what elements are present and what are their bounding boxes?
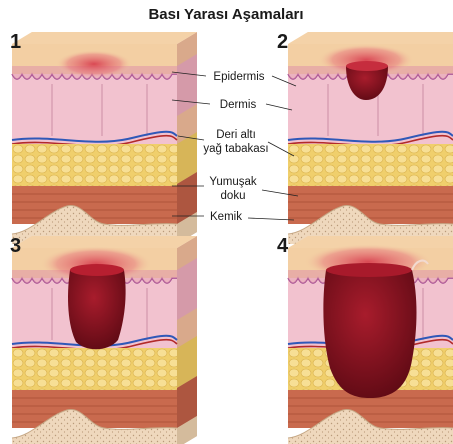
stage-3-block [12,236,197,444]
stage-1-block [12,32,197,244]
stage-4-number: 4 [277,235,289,257]
label-dermis: Dermis [220,99,257,111]
label-subcutaneous-line1: Deri altı [216,129,256,141]
label-muscle-line2: doku [221,190,246,202]
label-bone: Kemik [210,211,242,223]
stage-4-block [288,236,453,444]
stage-2-number: 2 [277,31,288,53]
diagram-title: Bası Yarası Aşamaları [148,6,303,23]
stage-3-number: 3 [10,235,21,257]
label-epidermis: Epidermis [213,71,264,83]
label-muscle-line1: Yumuşak [209,176,257,188]
stage-2-block [288,32,453,244]
label-subcutaneous-line2: yağ tabakası [203,143,268,155]
stage-1-number: 1 [10,31,21,53]
